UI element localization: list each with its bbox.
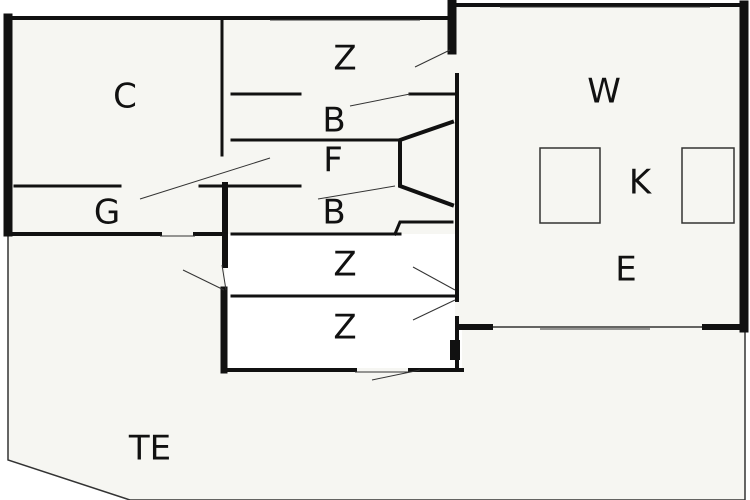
door-swings [139,49,456,381]
room-label-e: E [615,250,636,290]
room-label-f: F [323,141,343,181]
room-label-w: W [587,72,621,112]
room-label-z-middle: Z [333,245,356,285]
counter-right [681,147,735,224]
room-label-z-top: Z [333,39,356,79]
room-label-k: K [629,163,653,203]
openings [160,6,710,373]
terrace-floor [8,234,745,500]
pillar [450,340,460,360]
room-label-b-bottom: B [322,193,345,233]
floor-main [10,18,460,234]
terrace-outline [7,234,746,500]
room-label-b-top: B [322,101,345,141]
room-label-te: TE [128,429,171,469]
counter-left [539,147,601,224]
room-label-g: G [94,193,120,233]
room-label-c: C [113,77,137,117]
room-label-z-bottom: Z [333,308,356,348]
